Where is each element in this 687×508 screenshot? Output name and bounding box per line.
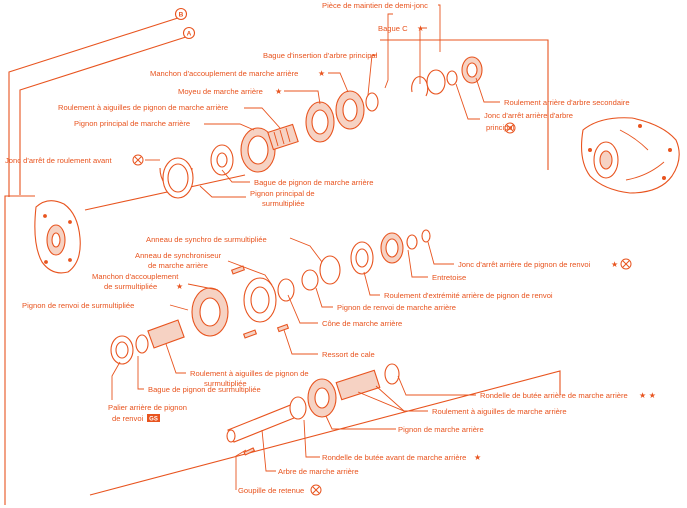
reverse-gear-row bbox=[159, 56, 483, 199]
front-plate bbox=[34, 200, 81, 274]
label-cone-mar: Cône de marche arrière bbox=[322, 319, 402, 328]
star-icon: ★ bbox=[275, 87, 282, 96]
marker-a: A bbox=[182, 26, 196, 40]
svg-text:B: B bbox=[179, 12, 184, 19]
star-icon: ★ bbox=[176, 282, 183, 291]
rear-housing bbox=[581, 117, 680, 194]
star-icon: ★ bbox=[611, 260, 618, 269]
label-bague-c: Bague C bbox=[378, 24, 408, 33]
label-pignon-mar: Pignon de marche arrière bbox=[398, 425, 484, 434]
star-icon: ★ ★ bbox=[639, 391, 656, 400]
palier-badge bbox=[147, 414, 160, 422]
label-roulement-arriere-secondaire: Roulement arrière d'arbre secondaire bbox=[504, 98, 630, 107]
label-jonc-arret-roulement-avant: Jonc d'arrêt de roulement avant bbox=[5, 156, 112, 165]
label-roulement-pignon-surm-2: surmultipliée bbox=[204, 379, 247, 388]
circle-x-icon bbox=[504, 122, 516, 134]
label-rondelle-butee-avant: Rondelle de butée avant de marche arrièr… bbox=[322, 453, 466, 462]
label-rondelle-butee-arriere: Rondelle de butée arrière de marche arri… bbox=[480, 391, 628, 400]
label-bague-pignon-surm: Bague de pignon de surmultipliée bbox=[148, 385, 261, 394]
label-manchon-surm-2: de surmultipliée bbox=[104, 282, 157, 291]
labels: Pièce de maintien de demi-jonc Bague C ★… bbox=[5, 1, 656, 495]
label-jonc-arret-principal-2: principal bbox=[486, 123, 515, 132]
label-anneau-synchroniseur: Anneau de synchroniseur bbox=[135, 251, 222, 260]
label-bague-insertion: Bague d'insertion d'arbre principal bbox=[263, 51, 378, 60]
label-roulement-extremite: Roulement d'extrémité arrière de pignon … bbox=[384, 291, 553, 300]
label-anneau-synchro-surm: Anneau de synchro de surmultipliée bbox=[146, 235, 267, 244]
star-icon: ★ bbox=[318, 69, 325, 78]
svg-text:A: A bbox=[187, 31, 192, 38]
label-piece-maintien: Pièce de maintien de demi-jonc bbox=[322, 1, 428, 10]
circle-x-icon bbox=[310, 484, 322, 496]
label-jonc-arret-principal: Jonc d'arrêt arrière d'arbre bbox=[484, 111, 573, 120]
marker-b: B bbox=[174, 7, 188, 21]
label-pignon-principal-surm: Pignon principal de bbox=[250, 189, 315, 198]
label-ressort-cale: Ressort de cale bbox=[322, 350, 375, 359]
label-pignon-principal-mar: Pignon principal de marche arrière bbox=[74, 119, 190, 128]
star-icon: ★ bbox=[474, 453, 481, 462]
label-arbre-mar: Arbre de marche arrière bbox=[278, 467, 359, 476]
label-moyeu-marche-arriere: Moyeu de marche arrière bbox=[178, 87, 263, 96]
reverse-idler-row bbox=[226, 363, 400, 456]
leader-lines bbox=[111, 4, 500, 490]
label-palier-arriere: Palier arrière de pignon bbox=[108, 403, 187, 412]
label-entretoise: Entretoise bbox=[432, 273, 466, 282]
label-manchon-surm: Manchon d'accouplement bbox=[92, 272, 179, 281]
palier-badge-text: GS bbox=[149, 417, 158, 423]
label-roulement-aiguilles-mar2: Roulement à aiguilles de marche arrière bbox=[432, 407, 567, 416]
circle-x-icon bbox=[620, 258, 632, 270]
label-palier-arriere-2: de renvoi bbox=[112, 414, 144, 423]
label-anneau-synchroniseur-2: de marche arrière bbox=[148, 261, 208, 270]
label-roulement-pignon-surm: Roulement à aiguilles de pignon de bbox=[190, 369, 309, 378]
label-pignon-renvoi-mar: Pignon de renvoi de marche arrière bbox=[337, 303, 456, 312]
label-roulement-aiguilles-mar: Roulement à aiguilles de pignon de march… bbox=[58, 103, 228, 112]
label-goupille-retenue: Goupille de retenue bbox=[238, 486, 304, 495]
label-manchon-marche-arriere: Manchon d'accouplement de marche arrière bbox=[150, 69, 298, 78]
label-jonc-arret-renvoi: Jonc d'arrêt arrière de pignon de renvoi bbox=[458, 260, 591, 269]
circle-x-icon bbox=[132, 154, 144, 166]
label-pignon-renvoi-surm: Pignon de renvoi de surmultipliée bbox=[22, 301, 134, 310]
star-icon: ★ bbox=[417, 24, 424, 33]
label-bague-pignon-mar: Bague de pignon de marche arrière bbox=[254, 178, 373, 187]
label-pignon-principal-surm-2: surmultipliée bbox=[262, 199, 305, 208]
